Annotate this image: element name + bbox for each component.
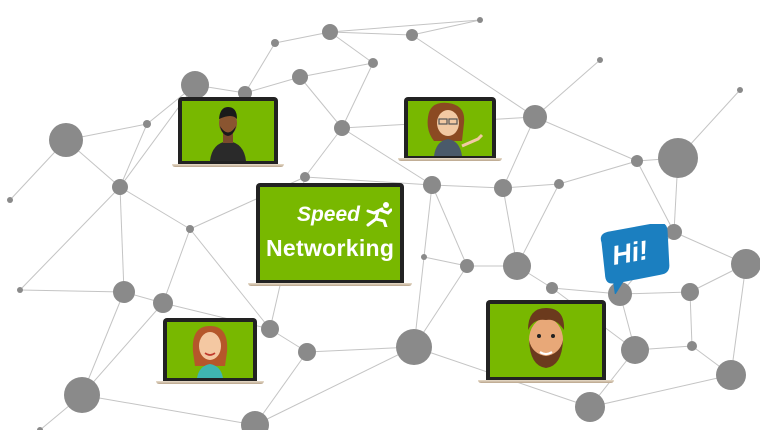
hi-speech-bubble: Hi! <box>598 224 674 294</box>
network-node <box>153 293 173 313</box>
network-edge <box>81 394 256 426</box>
network-edge <box>502 183 560 189</box>
network-node <box>322 24 338 40</box>
network-edge <box>534 59 601 118</box>
network-edge <box>274 31 331 44</box>
network-edge <box>19 186 121 291</box>
network-node <box>621 336 649 364</box>
network-edge <box>329 31 374 64</box>
network-edge <box>431 184 468 267</box>
network-node <box>271 39 279 47</box>
network-node <box>523 105 547 129</box>
network-node <box>494 179 512 197</box>
network-edge <box>341 127 433 186</box>
network-node <box>112 179 128 195</box>
network-node <box>186 225 194 233</box>
network-edge <box>304 176 433 186</box>
network-edge <box>502 116 536 189</box>
network-node <box>546 282 558 294</box>
network-node <box>49 123 83 157</box>
network-node <box>292 69 308 85</box>
avatar-bearded-man <box>528 308 565 368</box>
network-node <box>503 252 531 280</box>
network-node <box>298 343 316 361</box>
network-node <box>575 392 605 422</box>
network-edge <box>162 228 191 304</box>
network-node <box>261 320 279 338</box>
network-node <box>406 29 418 41</box>
network-edge <box>119 123 148 188</box>
network-edge <box>423 184 433 258</box>
network-edge <box>244 76 301 94</box>
network-node <box>334 120 350 136</box>
network-node <box>666 224 682 240</box>
network-node <box>396 329 432 365</box>
network-node <box>421 254 427 260</box>
running-person-icon <box>366 202 392 227</box>
speech-bubble-icon <box>600 224 670 294</box>
network-edge <box>689 291 693 347</box>
network-edge <box>254 351 308 426</box>
network-edge <box>299 76 343 129</box>
avatar-woman-glasses <box>427 102 484 156</box>
network-node <box>181 71 209 99</box>
network-edge <box>636 160 675 233</box>
network-node <box>143 120 151 128</box>
network-node <box>113 281 135 303</box>
network-edge <box>558 160 638 185</box>
network-edge <box>81 302 164 396</box>
network-node <box>597 57 603 63</box>
network-edge <box>189 228 271 330</box>
network-node <box>37 427 43 430</box>
network-edge <box>423 256 468 267</box>
avatar-man <box>210 107 246 161</box>
network-edge <box>304 127 343 178</box>
laptop-participant-bearded-man <box>478 300 614 384</box>
laptop-participant-woman <box>156 318 264 385</box>
network-edge <box>299 62 374 78</box>
network-node <box>631 155 643 167</box>
network-node <box>64 377 100 413</box>
network-node <box>737 87 743 93</box>
network-node <box>687 341 697 351</box>
network-edge <box>431 184 504 189</box>
network-edge <box>244 42 276 94</box>
network-edge <box>534 116 638 162</box>
title-speed: Speed <box>296 203 360 226</box>
network-edge <box>81 291 125 396</box>
laptop-participant-woman-glasses <box>398 97 502 163</box>
network-node <box>368 58 378 68</box>
network-edge <box>516 183 560 267</box>
network-node <box>238 86 252 100</box>
network-node <box>554 179 564 189</box>
network-edge <box>329 31 413 36</box>
network-node <box>423 176 441 194</box>
network-node <box>300 172 310 182</box>
network-edge <box>119 186 191 230</box>
title-networking: Networking <box>266 235 395 261</box>
laptop-participant-man <box>172 97 284 169</box>
network-node <box>17 287 23 293</box>
avatar-woman <box>192 326 228 378</box>
network-edge <box>19 289 125 293</box>
network-node <box>241 411 269 430</box>
network-edge <box>589 374 732 408</box>
hi-text: Hi! <box>609 235 651 271</box>
network-node <box>7 197 13 203</box>
network-node <box>460 259 474 273</box>
network-edge <box>730 263 747 376</box>
network-node <box>477 17 483 23</box>
network-node <box>681 283 699 301</box>
laptop-main-title: Speed Networking <box>248 183 412 287</box>
network-edge <box>341 62 374 129</box>
network-node <box>658 138 698 178</box>
network-node <box>731 249 760 279</box>
network-edge <box>411 34 536 118</box>
network-edge <box>411 19 481 36</box>
network-edge <box>329 19 481 33</box>
network-node <box>716 360 746 390</box>
network-edge <box>119 186 125 293</box>
network-edge <box>254 346 415 426</box>
